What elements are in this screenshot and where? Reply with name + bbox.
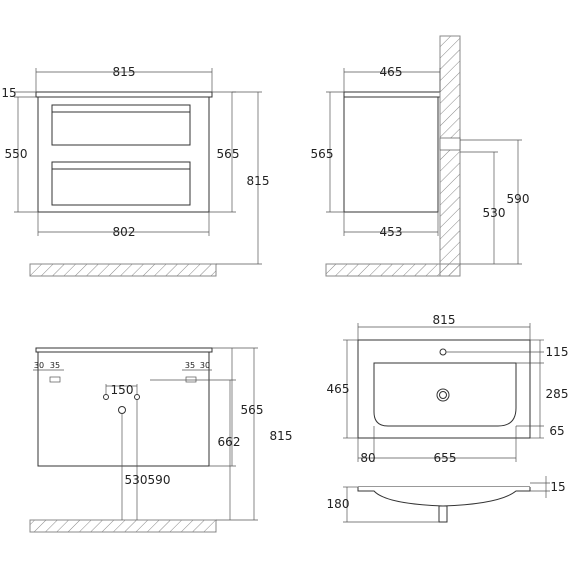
drawer-lower xyxy=(51,161,191,206)
water-hole-right xyxy=(134,394,140,400)
back-height-565-label: 565 xyxy=(241,403,264,417)
front-right-height-label: 565 xyxy=(217,147,240,161)
front-dimensions xyxy=(14,68,262,265)
side-pipe-590-label: 590 xyxy=(507,192,530,206)
back-offset-35-right: 35 xyxy=(185,361,195,370)
basin-width-label: 815 xyxy=(433,313,456,327)
side-pipe-530-label: 530 xyxy=(483,206,506,220)
basin-section-rim-label: 15 xyxy=(550,480,565,494)
basin-top-dimension-labels: 815 465 115 285 65 80 655 xyxy=(327,313,568,465)
front-bottom-width-label: 802 xyxy=(113,225,136,239)
side-inner-depth-label: 453 xyxy=(380,225,403,239)
drain-hole xyxy=(118,406,126,414)
back-drain-590-label: 590 xyxy=(148,473,171,487)
mount-bracket-right xyxy=(185,376,197,383)
front-top-thickness-label: 15 xyxy=(1,86,16,100)
back-countertop xyxy=(35,347,213,353)
side-floor-hatch xyxy=(325,263,461,277)
basin-section-dimension-labels: 180 15 xyxy=(327,480,566,511)
basin-top-dimensions xyxy=(343,323,544,462)
basin-section-profile xyxy=(357,487,531,507)
basin-section-dimensions xyxy=(343,476,550,523)
basin-depth-label: 465 xyxy=(327,382,350,396)
basin-bowl-width-label: 655 xyxy=(434,451,457,465)
back-floor-hatch xyxy=(29,519,217,533)
back-offset-35-left: 35 xyxy=(50,361,60,370)
front-left-height-label: 550 xyxy=(5,147,28,161)
front-width-label: 815 xyxy=(113,65,136,79)
back-height-815-label: 815 xyxy=(270,429,293,443)
side-height-label: 565 xyxy=(311,147,334,161)
side-depth-label: 465 xyxy=(380,65,403,79)
front-view xyxy=(29,91,217,277)
basin-bowl xyxy=(373,362,517,427)
back-offset-30-right: 30 xyxy=(200,361,210,370)
back-drain-530-label: 530 xyxy=(125,473,148,487)
basin-side-margin-label: 80 xyxy=(360,451,375,465)
basin-front-margin-label: 65 xyxy=(549,424,564,438)
back-hole-spacing-label: 150 xyxy=(111,383,134,397)
side-dimension-labels: 465 565 453 530 590 xyxy=(311,65,530,239)
front-dimension-labels: 815 15 550 565 815 802 xyxy=(1,65,269,239)
back-offset-30-left: 30 xyxy=(34,361,44,370)
side-view xyxy=(325,35,461,277)
water-hole-left xyxy=(103,394,109,400)
back-view xyxy=(29,347,217,533)
basin-section-view xyxy=(357,486,531,523)
basin-section-depth-label: 180 xyxy=(327,497,350,511)
basin-top-view xyxy=(357,339,531,439)
back-height-662-label: 662 xyxy=(218,435,241,449)
wall-hatch xyxy=(439,35,461,277)
basin-bowl-depth-label: 285 xyxy=(546,387,568,401)
back-dimensions xyxy=(33,347,258,521)
back-dimension-labels: 30 35 35 30 150 565 662 815 530 590 xyxy=(34,361,293,487)
back-cabinet xyxy=(37,351,210,467)
basin-tap-offset-label: 115 xyxy=(546,345,568,359)
front-countertop xyxy=(35,91,213,98)
side-cabinet xyxy=(343,96,439,213)
side-dimensions xyxy=(326,68,522,265)
front-total-height-label: 815 xyxy=(247,174,270,188)
mount-bracket-left xyxy=(49,376,61,383)
basin-drain-outer xyxy=(436,388,450,402)
side-countertop xyxy=(343,91,441,98)
front-floor-hatch xyxy=(29,263,217,277)
drawer-upper xyxy=(51,104,191,146)
basin-section-drain xyxy=(438,505,448,523)
pipe-bracket xyxy=(439,137,461,151)
basin-drain-inner xyxy=(439,391,447,399)
